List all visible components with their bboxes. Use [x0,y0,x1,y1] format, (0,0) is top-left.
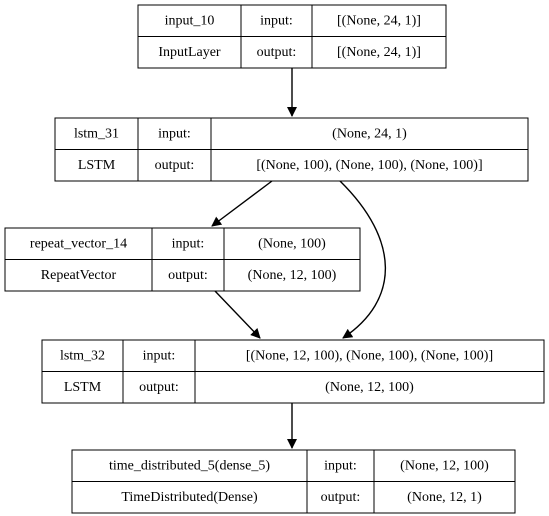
output-shape: [(None, 100), (None, 100), (None, 100)] [256,158,482,173]
layer-name: time_distributed_5(dense_5) [109,458,270,473]
layer-type: LSTM [64,380,102,395]
output-label: output: [155,158,195,173]
output-label: output: [139,380,179,395]
edge-lstm_31-to-repeat_vector_14 [211,180,273,227]
input-shape: [(None, 24, 1)] [337,13,421,28]
output-shape: (None, 12, 1) [407,490,482,505]
layer-name: repeat_vector_14 [30,236,127,251]
output-shape: (None, 12, 100) [325,380,414,395]
edges [211,68,386,449]
layer-name: input_10 [165,13,215,28]
input-shape: (None, 24, 1) [332,126,407,141]
layer-node-time_distributed_5[interactable]: time_distributed_5(dense_5) TimeDistribut… [71,449,516,514]
edge-lstm_31-to-lstm_32 [339,180,386,339]
layer-name: lstm_32 [60,348,105,363]
layer-type: InputLayer [158,45,221,60]
edge-repeat_vector_14-to-lstm_32 [214,290,261,339]
output-label: output: [257,45,297,60]
input-label: input: [143,348,176,363]
output-shape: [(None, 24, 1)] [337,45,421,60]
input-label: input: [260,13,293,28]
input-label: input: [172,236,205,251]
input-shape: (None, 100) [258,236,326,251]
input-label: input: [324,458,357,473]
layer-type: RepeatVector [41,268,117,283]
output-shape: (None, 12, 100) [248,268,337,283]
layer-type: LSTM [78,158,116,173]
layer-name: lstm_31 [74,126,119,141]
output-label: output: [168,268,208,283]
output-label: output: [321,490,361,505]
input-shape: (None, 12, 100) [400,458,489,473]
input-shape: [(None, 12, 100), (None, 100), (None, 10… [246,348,493,363]
input-label: input: [158,126,191,141]
layer-type: TimeDistributed(Dense) [121,490,258,505]
